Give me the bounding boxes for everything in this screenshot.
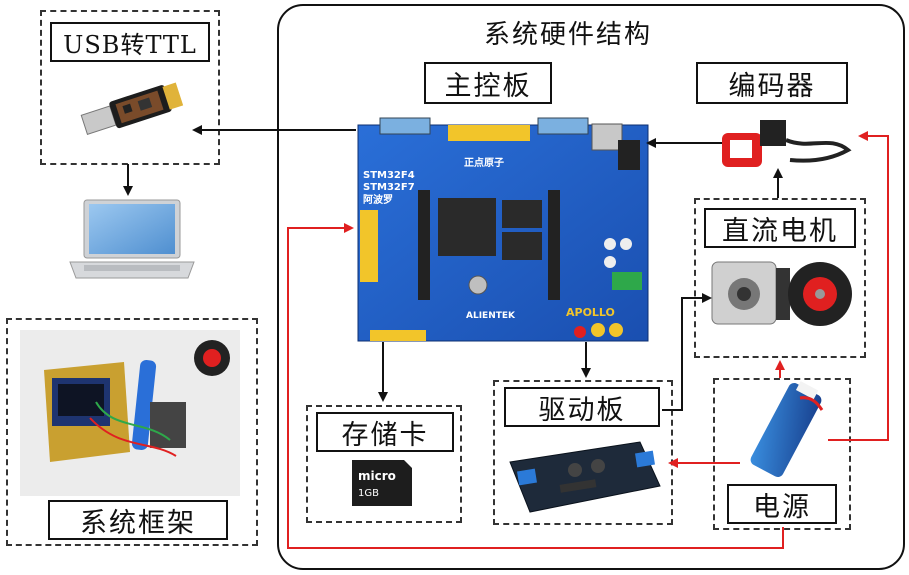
hardware-structure-title: 系统硬件结构 xyxy=(484,20,653,50)
board-model-line1: STM32F4 xyxy=(363,170,415,181)
usb-ttl-label: USB转TTL xyxy=(50,22,210,62)
sd-card-capacity: 1GB xyxy=(358,488,379,499)
arrow-driver-to-motor xyxy=(662,293,712,411)
dc-motor-region xyxy=(694,198,866,358)
encoder-label: 编码器 xyxy=(696,62,848,104)
usb-ttl-region xyxy=(40,10,220,165)
battery-image xyxy=(750,381,824,477)
dc-motor-image xyxy=(711,261,852,326)
power-supply-label: 电源 xyxy=(727,484,837,524)
storage-card-label: 存储卡 xyxy=(316,412,454,452)
driver-board-label: 驱动板 xyxy=(504,387,660,427)
encoder-image xyxy=(722,120,852,167)
main-board-label: 主控板 xyxy=(424,62,552,104)
board-model-line3: 阿波罗 xyxy=(363,193,393,206)
system-frame-region xyxy=(6,318,258,546)
arrow-power-to-main xyxy=(287,223,784,549)
system-frame-label: 系统框架 xyxy=(48,500,228,540)
board-name-text: APOLLO xyxy=(566,306,615,319)
driver-board-region xyxy=(493,380,673,525)
storage-card-region xyxy=(306,405,462,523)
arrow-power-to-encoder xyxy=(828,131,889,441)
sd-card-brand: micro xyxy=(358,469,396,483)
board-maker-text: ALIENTEK xyxy=(466,311,516,321)
main-board-image: 正点原子 STM32F4 STM32F7 阿波罗 ALIENTEK APOLLO xyxy=(357,117,649,342)
usb-ttl-dongle-image xyxy=(80,82,184,135)
board-model-line2: STM32F7 xyxy=(363,182,415,193)
dc-motor-label: 直流电机 xyxy=(704,208,856,248)
laptop-image xyxy=(69,199,195,279)
sd-card-image: micro 1GB xyxy=(352,460,412,506)
hardware-structure-frame xyxy=(277,4,905,570)
system-frame-image xyxy=(20,330,240,496)
board-brand-text: 正点原子 xyxy=(464,156,504,169)
driver-board-image xyxy=(509,441,661,513)
